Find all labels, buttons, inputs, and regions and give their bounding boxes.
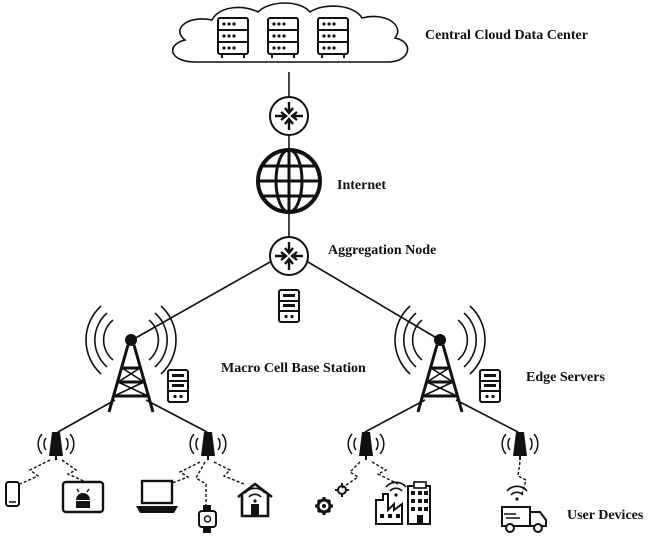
link-tower-right-ant1 [364,399,426,433]
server-icon [278,289,300,323]
factory-icon [375,481,431,525]
user-devices-label: User Devices [567,508,644,523]
antenna-icon [189,431,227,461]
home-icon [237,482,273,518]
wireless-links [19,459,527,510]
macro-cell-label: Macro Cell Base Station [221,361,366,376]
phone-icon [5,481,20,507]
globe-icon [256,148,322,214]
gears-icon [315,483,349,515]
truck-icon [501,485,547,533]
link-tower-left-ant1 [57,399,116,433]
antenna-icon [501,431,539,461]
link-tower-right-ant2 [455,399,519,433]
router-icon [268,235,310,277]
server-icon [217,17,249,59]
laptop-icon [136,479,178,513]
link-aggregation-left-tower [131,261,271,341]
tablet-icon [61,480,105,514]
link-tower-left-ant2 [145,399,208,433]
aggregation-node-label: Aggregation Node [328,243,437,258]
smartwatch-icon [198,505,217,533]
edge-servers-label: Edge Servers [526,370,605,385]
internet-label: Internet [337,178,386,193]
antenna-icon [37,431,75,461]
tower-icon [84,304,178,414]
cloud-servers [217,17,349,59]
server-icon [267,17,299,59]
link-aggregation-right-tower [307,261,441,341]
server-icon [167,369,189,403]
server-icon [479,369,501,403]
router-icon [268,95,310,137]
antenna-icon [347,431,385,461]
tower-icon [393,304,487,414]
central-cloud-label: Central Cloud Data Center [425,28,588,43]
server-icon [317,17,349,59]
